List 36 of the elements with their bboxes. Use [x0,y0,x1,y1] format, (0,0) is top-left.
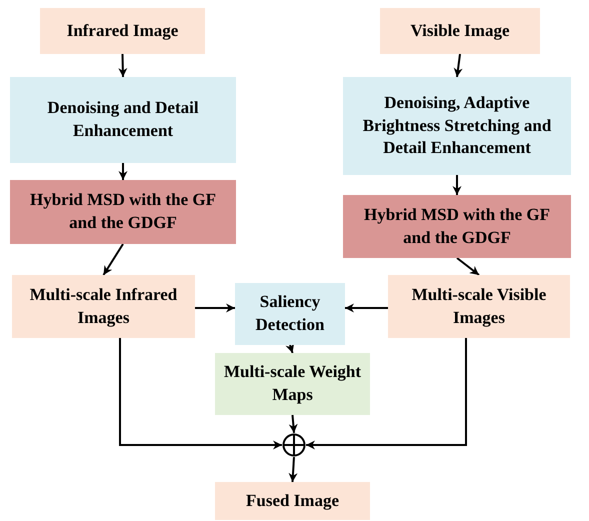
process-box [10,180,236,244]
arrow [118,54,128,78]
box-label: Infrared Image [66,20,178,42]
process-box [380,8,540,54]
box-label: Hybrid MSD with the GF and the GDGF [362,204,552,248]
summation-circle [282,433,306,457]
box-label: Visible Image [410,20,510,42]
box-label: Hybrid MSD with the GF and the GDGF [28,189,218,234]
box-label: Denoising, Adaptive Brightness Stretching and Detail Enhancement [362,92,552,160]
arrow [454,54,463,78]
process-box [343,77,571,175]
box-label: Denoising and Detail Enhancement [46,97,200,142]
box-label: Multi-scale Weight Maps [222,361,362,406]
process-box [40,8,205,54]
arrow [456,257,480,276]
box-label: Multi-scale Infrared Images [28,284,178,329]
arrow [452,175,462,195]
process-box [343,195,571,258]
arrow [345,304,388,312]
process-box [215,353,370,415]
arrow [286,343,294,354]
process-box [10,77,236,163]
arrow [306,338,467,450]
arrow [288,414,298,434]
arrow [195,304,235,312]
box-label: Multi-scale Visible Images [410,284,548,329]
arrow [119,338,282,450]
process-box [12,275,195,338]
arrow [102,243,124,276]
box-label: Saliency Detection [254,291,326,336]
process-box [215,482,370,520]
process-box [235,283,345,345]
process-box [388,275,570,338]
arrow [288,456,298,482]
box-label: Fused Image [246,490,340,512]
arrow [118,163,128,180]
